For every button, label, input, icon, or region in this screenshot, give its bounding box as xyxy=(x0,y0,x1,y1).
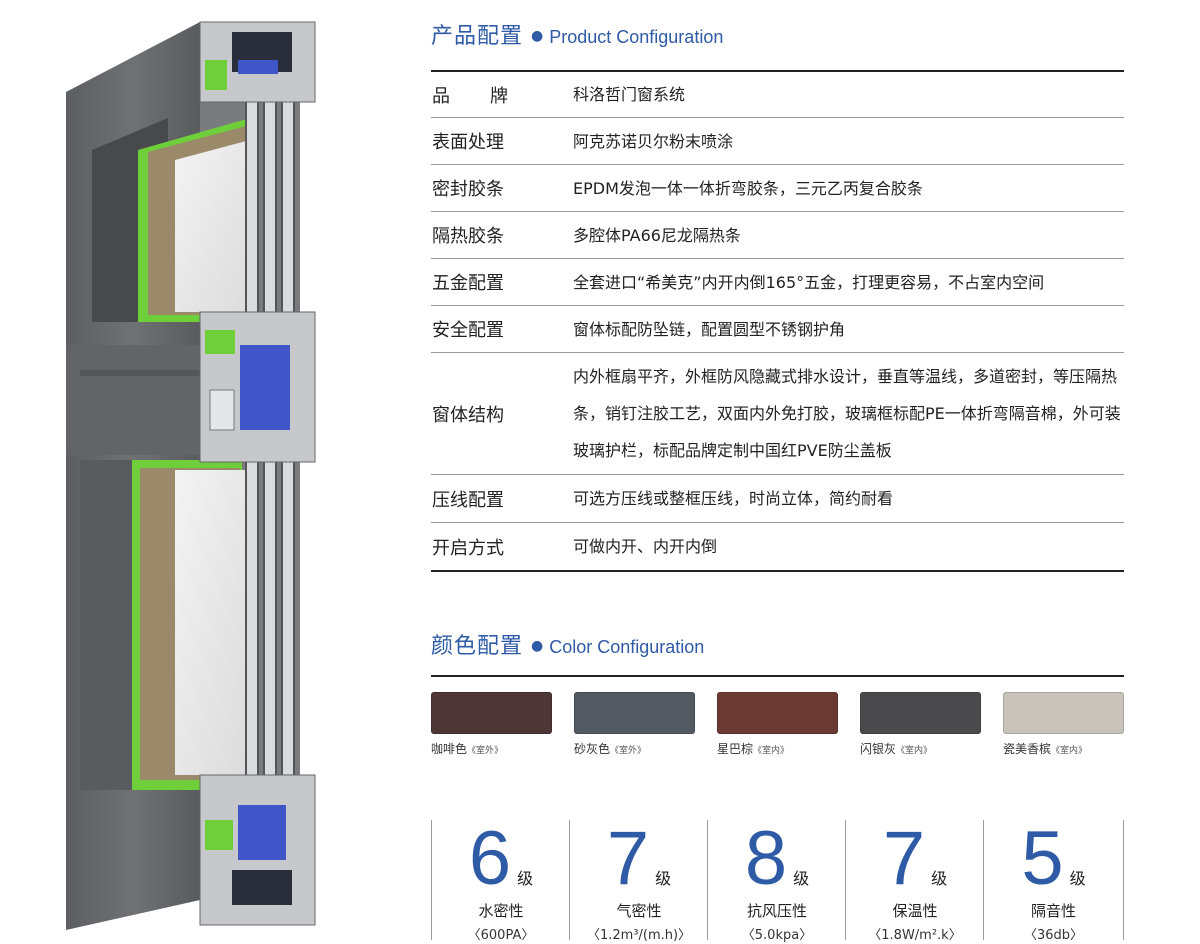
color-swatch: 闪银灰《室内》 xyxy=(860,692,981,757)
config-key: 安全配置 xyxy=(432,320,504,341)
color-swatch: 星巴棕《室内》 xyxy=(717,692,838,757)
color-swatch: 咖啡色《室外》 xyxy=(431,692,552,757)
rating-level: 8 xyxy=(744,816,788,901)
product-config-title-cn: 产品配置 xyxy=(431,24,524,49)
table-row: 开启方式 可做内开、内开内倒 xyxy=(431,523,1124,572)
window-profile-image xyxy=(0,0,400,940)
config-key: 表面处理 xyxy=(432,132,504,153)
table-row: 五金配置 全套进口“希美克”内开内倒165°五金，打理更容易，不占室内空间 xyxy=(431,259,1124,306)
swatch-chip xyxy=(1003,692,1124,734)
rating-name: 气密性 xyxy=(616,902,662,920)
swatch-note: 《室外》 xyxy=(610,746,647,756)
rating-level: 7 xyxy=(606,816,650,901)
swatch-chip xyxy=(431,692,552,734)
rating-name: 保温性 xyxy=(892,902,938,920)
swatch-name: 砂灰色 xyxy=(574,742,611,756)
config-key: 窗体结构 xyxy=(432,404,504,426)
config-value: 科洛哲门窗系统 xyxy=(573,85,686,104)
swatch-note: 《室内》 xyxy=(1051,746,1088,756)
color-config-heading: 颜色配置 ● Color Configuration xyxy=(431,628,704,660)
product-config-title-en: Product Configuration xyxy=(549,27,724,47)
table-row: 表面处理 阿克苏诺贝尔粉末喷涂 xyxy=(431,118,1124,165)
config-value: 内外框扇平齐，外框防风隐藏式排水设计，垂直等温线，多道密封，等压隔热条，销钉注胶… xyxy=(573,367,1121,460)
table-row: 密封胶条 EPDM发泡一体一体折弯胶条，三元乙丙复合胶条 xyxy=(431,165,1124,212)
swatch-name: 瓷美香槟 xyxy=(1003,742,1052,756)
table-row: 窗体结构 内外框扇平齐，外框防风隐藏式排水设计，垂直等温线，多道密封，等压隔热条… xyxy=(431,353,1124,475)
config-key: 隔热胶条 xyxy=(432,226,504,247)
bullet-dot-icon: ● xyxy=(531,28,544,44)
swatch-note: 《室内》 xyxy=(896,746,933,756)
rating-level: 6 xyxy=(468,816,512,901)
swatch-label: 瓷美香槟《室内》 xyxy=(1003,740,1124,757)
swatch-name: 闪银灰 xyxy=(860,742,897,756)
rating-spec: 〈600PA〉 xyxy=(467,928,535,943)
swatch-note: 《室内》 xyxy=(753,746,790,756)
swatch-chip xyxy=(717,692,838,734)
bullet-dot-icon: ● xyxy=(531,638,544,654)
config-key: 开启方式 xyxy=(432,537,504,559)
config-value: 阿克苏诺贝尔粉末喷涂 xyxy=(573,131,734,151)
swatch-label: 星巴棕《室内》 xyxy=(717,740,838,757)
color-swatches: 咖啡色《室外》 砂灰色《室外》 星巴棕《室内》 闪银灰《室内》 瓷美香槟《室内》 xyxy=(431,692,1124,762)
swatch-chip xyxy=(574,692,695,734)
config-key: 品牌 xyxy=(432,85,548,107)
rating-spec: 〈1.2m³/(m.h)〉 xyxy=(586,928,692,943)
swatch-name: 星巴棕 xyxy=(717,742,754,756)
rating-unit: 级 xyxy=(1069,869,1086,888)
config-value: 多腔体PA66尼龙隔热条 xyxy=(573,225,741,245)
rating-spec: 〈1.8W/m².k〉 xyxy=(868,928,962,943)
swatch-label: 砂灰色《室外》 xyxy=(574,740,695,757)
rating-spec: 〈36db〉 xyxy=(1023,928,1084,943)
config-key: 五金配置 xyxy=(432,273,504,294)
swatch-name: 咖啡色 xyxy=(431,742,468,756)
rating-unit: 级 xyxy=(931,869,948,888)
config-value: 窗体标配防坠链，配置圆型不锈钢护角 xyxy=(573,319,846,339)
table-row: 压线配置 可选方压线或整框压线，时尚立体，简约耐看 xyxy=(431,475,1124,523)
swatch-label: 咖啡色《室外》 xyxy=(431,740,552,757)
rating-spec: 〈5.0kpa〉 xyxy=(741,928,813,943)
rating-level: 5 xyxy=(1021,816,1064,901)
rating-name: 水密性 xyxy=(478,902,524,920)
rating-name: 抗风压性 xyxy=(746,902,807,920)
color-config-title-cn: 颜色配置 xyxy=(431,634,524,659)
rating-name: 隔音性 xyxy=(1030,902,1076,920)
config-key: 密封胶条 xyxy=(432,179,504,200)
color-config-title-en: Color Configuration xyxy=(549,637,705,657)
rating-unit: 级 xyxy=(655,869,672,888)
swatch-chip xyxy=(860,692,981,734)
product-config-table: 品牌 科洛哲门窗系统 表面处理 阿克苏诺贝尔粉末喷涂 密封胶条 EPDM发泡一体… xyxy=(431,70,1124,572)
config-value: 全套进口“希美克”内开内倒165°五金，打理更容易，不占室内空间 xyxy=(573,272,1045,292)
color-swatch: 砂灰色《室外》 xyxy=(574,692,695,757)
table-row: 品牌 科洛哲门窗系统 xyxy=(431,72,1124,118)
color-swatch: 瓷美香槟《室内》 xyxy=(1003,692,1124,757)
swatch-note: 《室外》 xyxy=(467,746,504,756)
product-config-heading: 产品配置 ● Product Configuration xyxy=(431,18,723,50)
config-value: 可做内开、内开内倒 xyxy=(573,537,718,556)
table-row: 安全配置 窗体标配防坠链，配置圆型不锈钢护角 xyxy=(431,306,1124,353)
swatch-label: 闪银灰《室内》 xyxy=(860,740,981,757)
rating-level: 7 xyxy=(882,816,926,901)
table-row: 隔热胶条 多腔体PA66尼龙隔热条 xyxy=(431,212,1124,259)
rating-unit: 级 xyxy=(793,869,810,888)
divider xyxy=(431,675,1124,677)
config-value: EPDM发泡一体一体折弯胶条，三元乙丙复合胶条 xyxy=(573,178,923,198)
config-value: 可选方压线或整框压线，时尚立体，简约耐看 xyxy=(573,489,894,508)
config-key: 压线配置 xyxy=(432,489,504,511)
rating-unit: 级 xyxy=(517,869,534,888)
